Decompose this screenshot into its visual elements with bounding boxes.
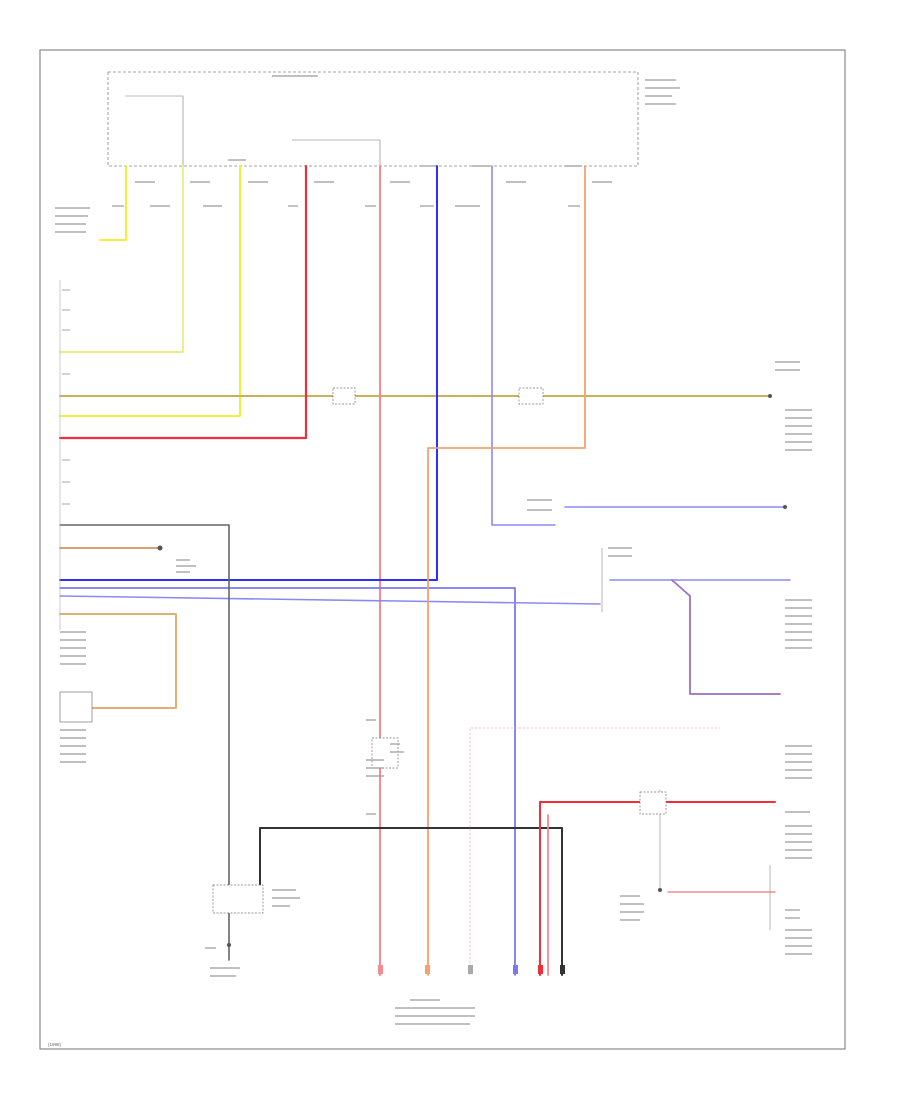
- wire-black-1: [259, 827, 563, 976]
- connector-b: [518, 387, 544, 405]
- module-left-box: [59, 691, 93, 723]
- wire-purple: [671, 579, 781, 695]
- connector-a: [332, 387, 356, 405]
- wire-red-1: [58, 164, 308, 440]
- wire-yellow-green: [59, 165, 184, 353]
- wire-light-blue-1: [491, 165, 556, 526]
- wire-orange-3: [59, 613, 177, 709]
- wire-blue-1: [59, 165, 438, 581]
- fine-labels: [55, 75, 812, 1025]
- corner-label: (1998): [48, 1042, 62, 1047]
- diagram-frame: [39, 49, 846, 1050]
- bottom-connector-pins: [378, 965, 565, 974]
- wire-yellow-1: [99, 165, 127, 241]
- wire-blue-3: [59, 595, 601, 605]
- top-module-internal: [125, 95, 381, 166]
- connector-c: [639, 791, 667, 815]
- inline-connectors: [59, 387, 667, 914]
- wires: [58, 164, 791, 976]
- wire-blue-2: [59, 587, 516, 976]
- wire-pink-dotted: [469, 727, 721, 976]
- wire-yellow-2: [59, 165, 241, 417]
- connector-ground: [212, 884, 264, 914]
- terminal-dots: [157, 394, 787, 947]
- wire-orange-1: [427, 165, 586, 976]
- top-module-box: [107, 71, 639, 167]
- left-bus-ticks: [62, 289, 70, 505]
- connector-mid: [371, 737, 399, 769]
- wire-gray-1: [59, 524, 230, 961]
- wire-red-3: [539, 801, 776, 976]
